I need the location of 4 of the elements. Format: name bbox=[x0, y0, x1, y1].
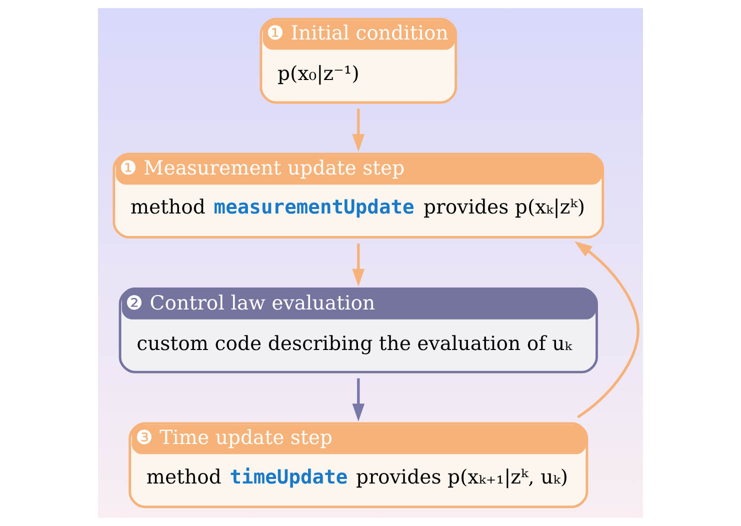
arrow bbox=[352, 378, 365, 422]
arrow bbox=[352, 244, 365, 287]
arrow bbox=[352, 108, 365, 152]
arrow bbox=[574, 241, 640, 418]
